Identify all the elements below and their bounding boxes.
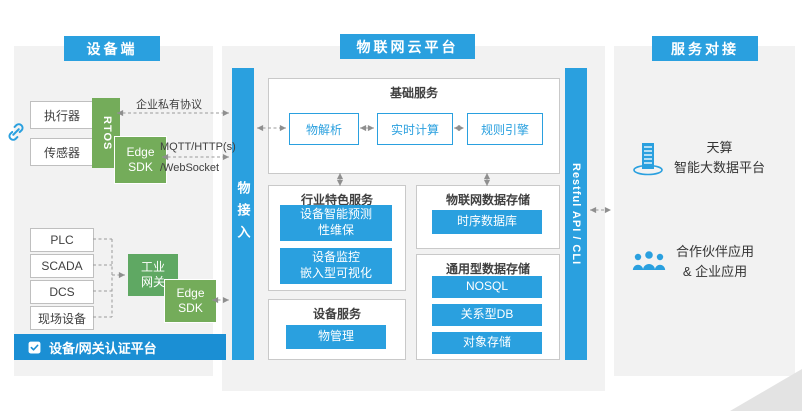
scada-label: SCADA (41, 259, 83, 273)
industrial-gateway-line2: 网关 (140, 275, 165, 289)
service-panel (614, 46, 795, 376)
predictive-maintenance-box: 设备智能预测 性维保 (280, 205, 392, 241)
edge-sdk-top-box: Edge SDK (114, 136, 167, 184)
thing-management-label: 物管理 (317, 329, 354, 344)
sensor-label: 传感器 (43, 145, 80, 160)
realtime-computing-box: 实时计算 (377, 113, 453, 145)
basic-services-title: 基础服务 (389, 86, 438, 100)
scada-box: SCADA (30, 254, 94, 278)
restful-api-label: Restful API / CLI (570, 162, 582, 266)
building-icon (630, 139, 666, 177)
header-cloud-platform-label: 物联网云平台 (356, 38, 459, 55)
device-monitor-line1: 设备监控 (311, 250, 360, 265)
device-monitor-visualization-box: 设备监控 嵌入型可视化 (280, 248, 392, 284)
nosql-label: NOSQL (465, 279, 508, 294)
edge-sdk-bottom-box: Edge SDK (164, 279, 217, 323)
nosql-box: NOSQL (432, 276, 542, 298)
rule-engine-label: 规则引擎 (480, 122, 529, 137)
partner-apps-line1: 合作伙伴应用 (676, 244, 755, 259)
bigdata-platform-item: 天算 智能大数据平台 (630, 138, 794, 178)
realtime-computing-label: 实时计算 (390, 122, 439, 137)
dcs-box: DCS (30, 280, 94, 304)
header-service-integration-label: 服务对接 (671, 40, 739, 57)
actuator-box: 执行器 (30, 101, 94, 129)
bigdata-platform-line1: 天算 (706, 140, 733, 155)
header-service-integration: 服务对接 (652, 36, 758, 61)
bigdata-platform-line2: 智能大数据平台 (674, 160, 766, 176)
plc-label: PLC (50, 233, 74, 247)
websocket-label: /WebSocket (160, 162, 220, 174)
object-storage-box: 对象存储 (432, 332, 542, 354)
header-device-side-label: 设备端 (86, 40, 138, 57)
predictive-maintenance-line1: 设备智能预测 (299, 207, 372, 222)
thing-management-box: 物管理 (286, 325, 386, 349)
restful-api-bar: Restful API / CLI (565, 68, 587, 360)
sensor-box: 传感器 (30, 138, 94, 166)
private-protocol-label: 企业私有协议 (136, 99, 202, 111)
thing-parsing-box: 物解析 (289, 113, 359, 145)
thing-parsing-label: 物解析 (305, 122, 342, 137)
partner-apps-text: 合作伙伴应用 & 企业应用 (676, 242, 754, 282)
industry-services-title: 行业特色服务 (300, 193, 373, 207)
predictive-maintenance-line2: 性维保 (317, 223, 354, 237)
device-services-title: 设备服务 (312, 307, 361, 321)
mqtt-http-label: MQTT/HTTP(s) (160, 141, 236, 153)
thing-access-bar: 物接入 (232, 68, 254, 360)
dcs-label: DCS (49, 285, 75, 299)
page-corner-decoration (730, 369, 802, 411)
relational-db-box: 关系型DB (432, 304, 542, 326)
bigdata-platform-text: 天算 智能大数据平台 (674, 138, 765, 178)
header-cloud-platform: 物联网云平台 (340, 34, 475, 59)
header-device-side: 设备端 (64, 36, 160, 61)
tsdb-label: 时序数据库 (456, 214, 517, 229)
rule-engine-box: 规则引擎 (467, 113, 543, 145)
edge-sdk-bottom-label: Edge SDK (176, 286, 205, 315)
edge-sdk-top-label: Edge SDK (126, 145, 155, 174)
rtos-label: RTOS (100, 115, 113, 151)
link-icon (5, 121, 27, 148)
industrial-gateway-line1: 工业 (140, 260, 165, 274)
partner-apps-item: 合作伙伴应用 & 企业应用 (630, 242, 794, 282)
iot-storage-title: 物联网数据存储 (445, 193, 530, 207)
object-storage-label: 对象存储 (462, 335, 511, 350)
field-device-label: 现场设备 (37, 311, 86, 326)
tsdb-box: 时序数据库 (432, 210, 542, 234)
badge-check-icon (27, 340, 42, 355)
partner-apps-line2: & 企业应用 (682, 264, 748, 280)
auth-platform-label: 设备/网关认证平台 (49, 340, 157, 356)
field-device-box: 现场设备 (30, 306, 94, 330)
thing-access-label: 物接入 (235, 181, 251, 247)
people-icon (630, 248, 668, 276)
actuator-label: 执行器 (43, 108, 80, 123)
auth-platform-bar: 设备/网关认证平台 (14, 334, 226, 360)
device-monitor-line2: 嵌入型可视化 (299, 266, 372, 280)
plc-box: PLC (30, 228, 94, 252)
relational-db-label: 关系型DB (460, 307, 514, 322)
general-storage-title: 通用型数据存储 (445, 262, 530, 276)
